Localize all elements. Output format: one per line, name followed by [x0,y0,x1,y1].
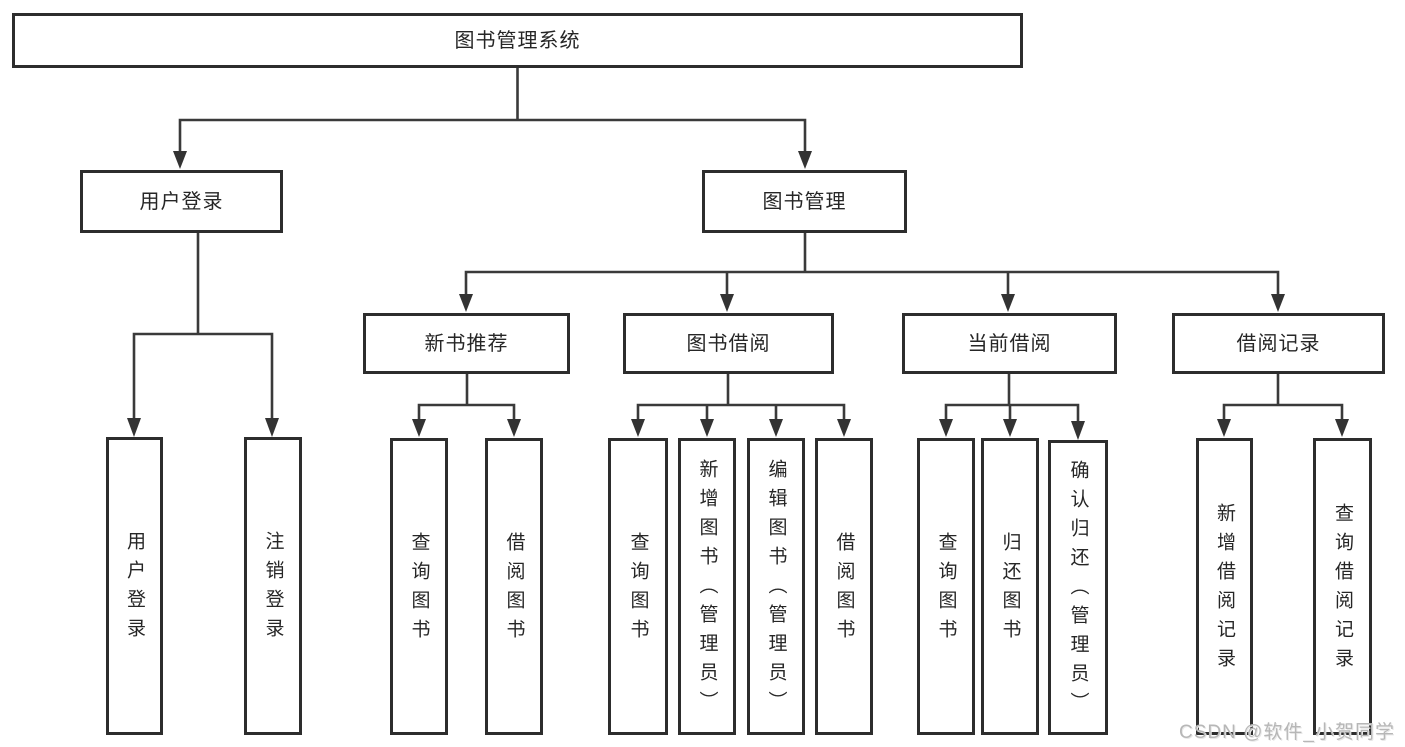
connector-root-to-level2 [178,66,807,155]
leaf-query-books-borrow: 查询图书 [608,438,668,735]
leaf-borrow-books: 借阅图书 [815,438,873,735]
arrow-icon [507,419,521,437]
arrow-icon [939,419,953,437]
node-book-management: 图书管理 [702,170,907,233]
arrow-icon [127,418,141,437]
arrow-icon [1335,419,1349,437]
node-book-borrowing: 图书借阅 [623,313,834,374]
node-user-login: 用户登录 [80,170,283,233]
arrow-icon [1001,294,1015,312]
connector-bookmgmt-to-level3 [464,231,1280,298]
leaf-confirm-return-admin: 确认归还（管理员） [1048,440,1108,735]
arrow-icon [798,151,812,169]
connector-borrow-to-leaves [636,372,846,423]
leaf-logout: 注销登录 [244,437,302,735]
arrow-icon [173,151,187,169]
arrow-icon [837,419,851,437]
arrow-icon [459,294,473,312]
node-current-borrowing: 当前借阅 [902,313,1117,374]
leaf-add-borrow-record: 新增借阅记录 [1196,438,1253,735]
node-borrowing-records: 借阅记录 [1172,313,1385,374]
node-new-book-recommend: 新书推荐 [363,313,570,374]
arrow-icon [700,419,714,437]
arrow-icon [265,418,279,437]
arrow-icon [720,294,734,312]
node-library-management-system: 图书管理系统 [12,13,1023,68]
leaf-user-login: 用户登录 [106,437,163,735]
leaf-borrow-books-recommend: 借阅图书 [485,438,543,735]
connector-newbook-to-leaves [417,372,516,423]
csdn-watermark: CSDN @软件_小贺同学 [1179,722,1395,743]
leaf-edit-books-admin: 编辑图书（管理员） [747,438,805,735]
arrow-icon [1217,419,1231,437]
leaf-query-borrow-record: 查询借阅记录 [1313,438,1372,735]
connector-userlogin-to-leaves [132,231,274,422]
leaf-query-books-current: 查询图书 [917,438,975,735]
arrow-icon [1071,421,1085,440]
arrow-icon [1271,294,1285,312]
arrow-icon [769,419,783,437]
connector-records-to-leaves [1222,372,1344,423]
leaf-query-books-recommend: 查询图书 [390,438,448,735]
leaf-add-books-admin: 新增图书（管理员） [678,438,736,735]
arrow-icon [631,419,645,437]
connector-current-to-leaves [944,372,1080,423]
arrow-icon [412,419,426,437]
arrow-icon [1003,419,1017,437]
leaf-return-books: 归还图书 [981,438,1039,735]
